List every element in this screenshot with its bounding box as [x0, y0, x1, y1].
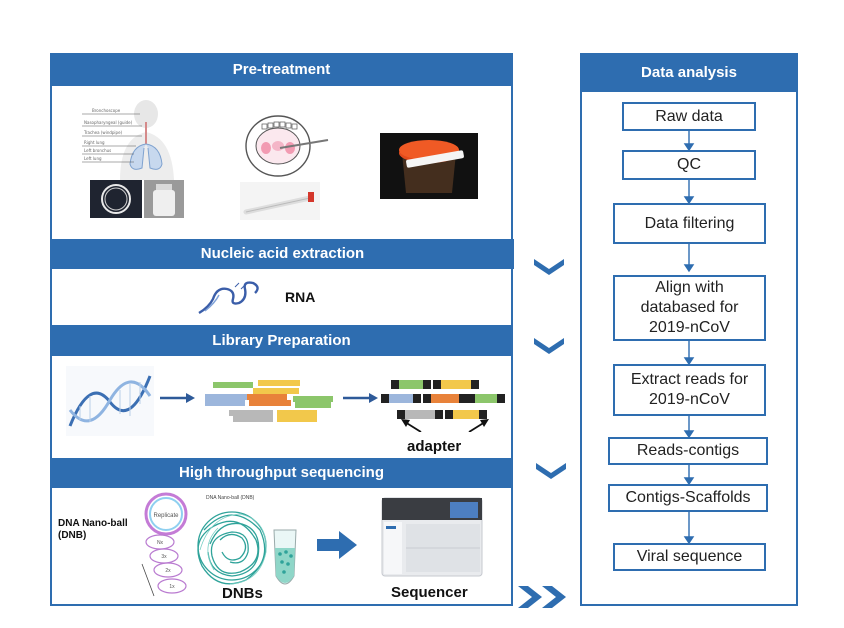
sample-bottle-image — [144, 180, 184, 218]
svg-text:Nasopharyngeal (guide): Nasopharyngeal (guide) — [84, 120, 133, 125]
extraction-header: Nucleic acid extraction — [51, 239, 514, 269]
svg-text:1x: 1x — [169, 584, 175, 590]
svg-text:Nx: Nx — [157, 540, 164, 546]
dnbs-label: DNBs — [222, 585, 263, 602]
step-align-database: Align with databased for 2019-nCoV — [613, 275, 766, 341]
svg-text:3x: 3x — [161, 554, 167, 560]
flow-arrows — [683, 131, 695, 545]
pretreatment-header: Pre-treatment — [51, 54, 512, 86]
svg-text:2x: 2x — [165, 568, 171, 574]
rna-structure-icon — [198, 281, 259, 315]
step-data-filtering: Data filtering — [613, 203, 766, 244]
dna-fragments-icon — [205, 380, 333, 422]
dna-helix-image — [66, 366, 154, 436]
svg-text:Right lung: Right lung — [84, 140, 105, 145]
step-extract-reads: Extract reads for 2019-nCoV — [613, 364, 766, 416]
svg-text:Left bronchus: Left bronchus — [84, 148, 111, 153]
step-viral-sequence: Viral sequence — [613, 543, 766, 571]
chevron-down-icon — [534, 259, 564, 275]
library-header: Library Preparation — [51, 325, 512, 356]
rolling-circle-replication-icon: Replicate Nx 3x 2x 1x — [141, 492, 188, 597]
step-raw-data: Raw data — [622, 102, 756, 131]
chevron-down-icon — [534, 338, 564, 354]
tube-coil-image — [90, 180, 142, 218]
data-analysis-header: Data analysis — [581, 54, 797, 92]
arrow-to-fragments — [160, 393, 195, 403]
chevron-down-icon — [536, 463, 566, 479]
arrow-to-adapters — [343, 393, 378, 403]
sputum-cup-image — [380, 133, 478, 199]
adapter-label: adapter — [407, 438, 462, 455]
dna-nanoball-label: DNA Nano-ball (DNB) — [58, 518, 128, 541]
sequencer-machine-image — [381, 497, 483, 577]
dnb-tube-icon — [273, 529, 297, 585]
sequencer-label: Sequencer — [391, 584, 468, 601]
step-contigs-scaffolds: Contigs-Scaffolds — [608, 484, 768, 512]
sequencing-header: High throughput sequencing — [51, 458, 512, 488]
swab-tube-image — [240, 182, 320, 220]
dna-nanoball-icon — [197, 511, 267, 585]
dnb-title-label: DNA Nano-ball (DNB) — [206, 495, 255, 501]
arrow-to-sequencer — [317, 531, 357, 559]
double-chevron-right-icon — [518, 586, 566, 608]
rna-label: RNA — [285, 289, 316, 305]
replicate-label: Replicate — [153, 513, 179, 519]
adapter-ligated-fragments-icon — [381, 380, 505, 432]
step-reads-contigs: Reads-contigs — [608, 437, 768, 465]
svg-text:Trachea (windpipe): Trachea (windpipe) — [83, 130, 123, 135]
svg-text:Bronchoscope: Bronchoscope — [92, 108, 121, 113]
throat-swab-image — [245, 115, 329, 177]
svg-text:Left lung: Left lung — [84, 156, 102, 161]
